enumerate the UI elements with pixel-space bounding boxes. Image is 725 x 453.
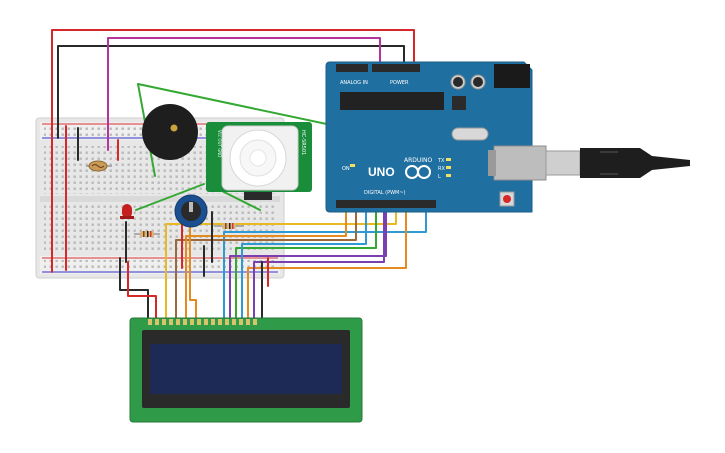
wire-yellow-d: [165, 205, 397, 321]
lcd-pin: [239, 319, 243, 325]
resistor-2: [214, 223, 244, 229]
lcd-pin: [246, 319, 250, 325]
photoresistor: [86, 160, 112, 172]
lcd-pin: [183, 319, 187, 325]
wire-purple-d: [229, 205, 387, 321]
wire-orange-d: [185, 205, 347, 321]
lcd-pin: [253, 319, 257, 325]
lcd-pin: [225, 319, 229, 325]
lcd-pin: [232, 319, 236, 325]
resistor-1: [134, 231, 160, 237]
wire-brown-d: [175, 205, 357, 321]
wire-green-pir2: [219, 189, 261, 211]
wire-red-5v: [51, 29, 415, 273]
label-on: ON: [342, 166, 350, 172]
lcd-pin: [197, 319, 201, 325]
arduino-uno: ANALOG IN POWER DIGITAL (PWM~) ARDUINO U…: [325, 61, 547, 213]
lcd-pin: [155, 319, 159, 325]
lcd-pin: [169, 319, 173, 325]
wire-orange-contrast: [189, 209, 197, 321]
buzzer: [142, 104, 198, 160]
lcd-pin: [176, 319, 180, 325]
wire-red-lcd-vcc: [127, 261, 157, 321]
wire-green-led: [135, 183, 205, 211]
pir-label: HC-SR501: [300, 130, 306, 155]
wire-cyan-d: [223, 205, 427, 321]
lcd-pin: [204, 319, 208, 325]
lcd-pin: [211, 319, 215, 325]
label-tx: TX: [437, 158, 445, 164]
lcd-pins: [148, 319, 257, 325]
wire-purple-d2: [253, 205, 385, 321]
lcd-pin: [162, 319, 166, 325]
resistors: [134, 223, 244, 237]
wire-cyan-d2: [241, 205, 367, 321]
wire-black-lcd-gnd: [119, 257, 149, 321]
label-power: POWER: [390, 80, 409, 86]
label-digital: DIGITAL (PWM~): [364, 190, 406, 196]
wire-magenta-a0: [107, 37, 381, 151]
wire-orange-d2: [247, 205, 407, 321]
lcd-pin: [218, 319, 222, 325]
lcd-pin: [148, 319, 152, 325]
wire-black-gnd: [57, 45, 405, 139]
arduino-model: UNO: [368, 165, 395, 179]
label-rx: RX: [438, 166, 445, 172]
pir-sensor: HC-SR501 Vcc OUT GND: [206, 122, 312, 200]
lcd-display: [129, 317, 363, 423]
potentiometer: [174, 194, 208, 228]
label-analog-in: ANALOG IN: [340, 80, 368, 86]
usb-cable: [545, 148, 690, 178]
lcd-pin: [190, 319, 194, 325]
wire-green-d5: [235, 205, 377, 321]
arduino-brand: ARDUINO: [404, 157, 433, 164]
led-red: [120, 204, 134, 219]
wires: [51, 29, 427, 321]
pir-sublabel: Vcc OUT GND: [217, 130, 222, 157]
label-l: L: [438, 174, 441, 180]
